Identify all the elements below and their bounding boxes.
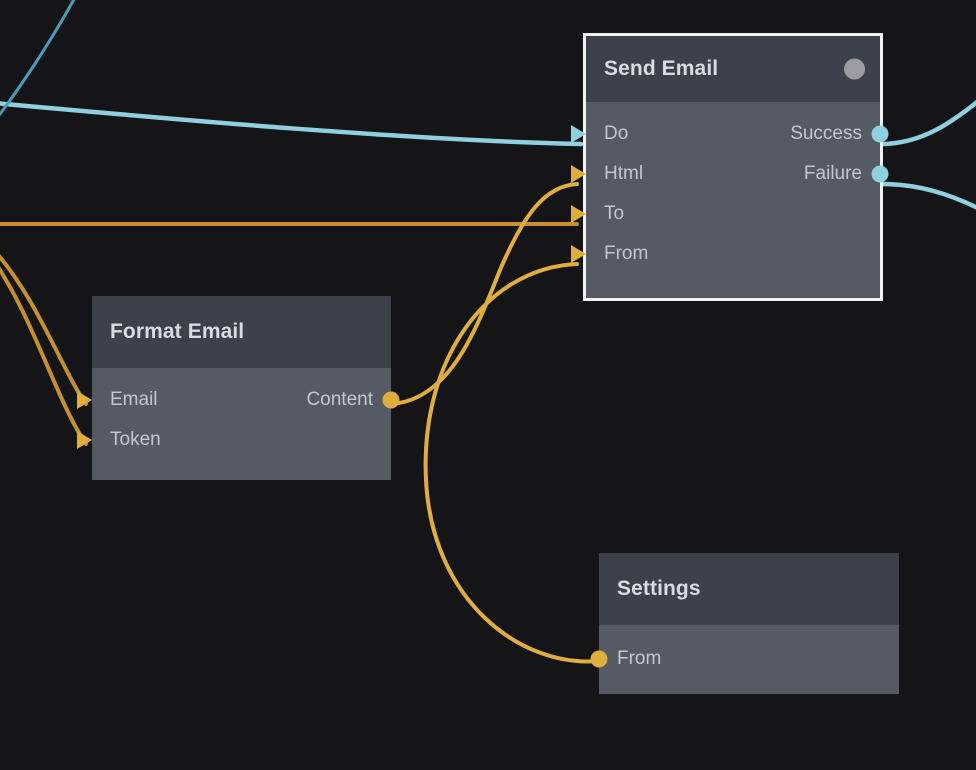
port-label-to: To	[604, 203, 625, 224]
node-format-email[interactable]: Format Email Email Content Token	[77, 296, 400, 480]
node-title: Format Email	[110, 320, 245, 343]
output-pin-failure[interactable]	[871, 165, 889, 183]
node-title: Send Email	[604, 57, 719, 80]
node-header-send-email[interactable]: Send Email	[586, 36, 880, 102]
port-label-success: Success	[790, 123, 862, 144]
port-row-to[interactable]: To	[571, 194, 880, 234]
port-label-html: Html	[604, 163, 644, 184]
input-pin-email[interactable]	[77, 391, 92, 409]
port-row-from[interactable]: From	[571, 234, 880, 274]
wire-data-email-in[interactable]	[0, 250, 88, 406]
port-label-settings-from: From	[617, 648, 662, 669]
node-send-email[interactable]: Send Email Do Success Html Failure To	[571, 33, 889, 301]
output-pin-content[interactable]	[382, 391, 400, 409]
node-title: Settings	[617, 577, 701, 600]
port-row-email[interactable]: Email Content	[77, 380, 400, 420]
port-label-do: Do	[604, 123, 629, 144]
wire-data-token-in[interactable]	[0, 258, 88, 446]
status-indicator-dot[interactable]	[844, 58, 865, 80]
port-label-email: Email	[110, 389, 158, 410]
port-label-content: Content	[306, 389, 373, 410]
wire-data-content-html[interactable]	[389, 182, 579, 406]
wire-exec-success-out[interactable]	[880, 98, 976, 147]
input-pin-to[interactable]	[571, 205, 586, 223]
input-pin-from[interactable]	[571, 245, 586, 263]
output-pin-success[interactable]	[871, 125, 889, 143]
input-pin-html[interactable]	[571, 165, 586, 183]
port-row-do[interactable]: Do Success	[571, 114, 889, 154]
port-row-token[interactable]: Token	[77, 420, 391, 460]
node-header-format-email[interactable]: Format Email	[92, 296, 391, 368]
wire-exec-incoming-do[interactable]	[0, 101, 584, 147]
port-label-from: From	[604, 243, 649, 264]
port-row-settings-from[interactable]: From	[590, 639, 899, 679]
input-pin-token[interactable]	[77, 431, 92, 449]
node-body-send-email: Do Success Html Failure To From	[571, 102, 889, 290]
wire-exec-failure-out[interactable]	[880, 181, 976, 210]
port-row-html[interactable]: Html Failure	[571, 154, 889, 194]
wire-data-from-settings[interactable]	[423, 262, 601, 664]
node-body-settings: From	[590, 625, 899, 695]
port-label-token: Token	[110, 429, 161, 450]
node-settings[interactable]: Settings From	[590, 553, 899, 695]
wire-exec-offscreen-top[interactable]	[0, 0, 78, 122]
port-label-failure: Failure	[803, 163, 862, 184]
node-header-settings[interactable]: Settings	[599, 553, 899, 625]
input-pin-do[interactable]	[571, 125, 586, 143]
node-body-format-email: Email Content Token	[77, 368, 400, 476]
output-pin-settings-from[interactable]	[590, 650, 608, 668]
